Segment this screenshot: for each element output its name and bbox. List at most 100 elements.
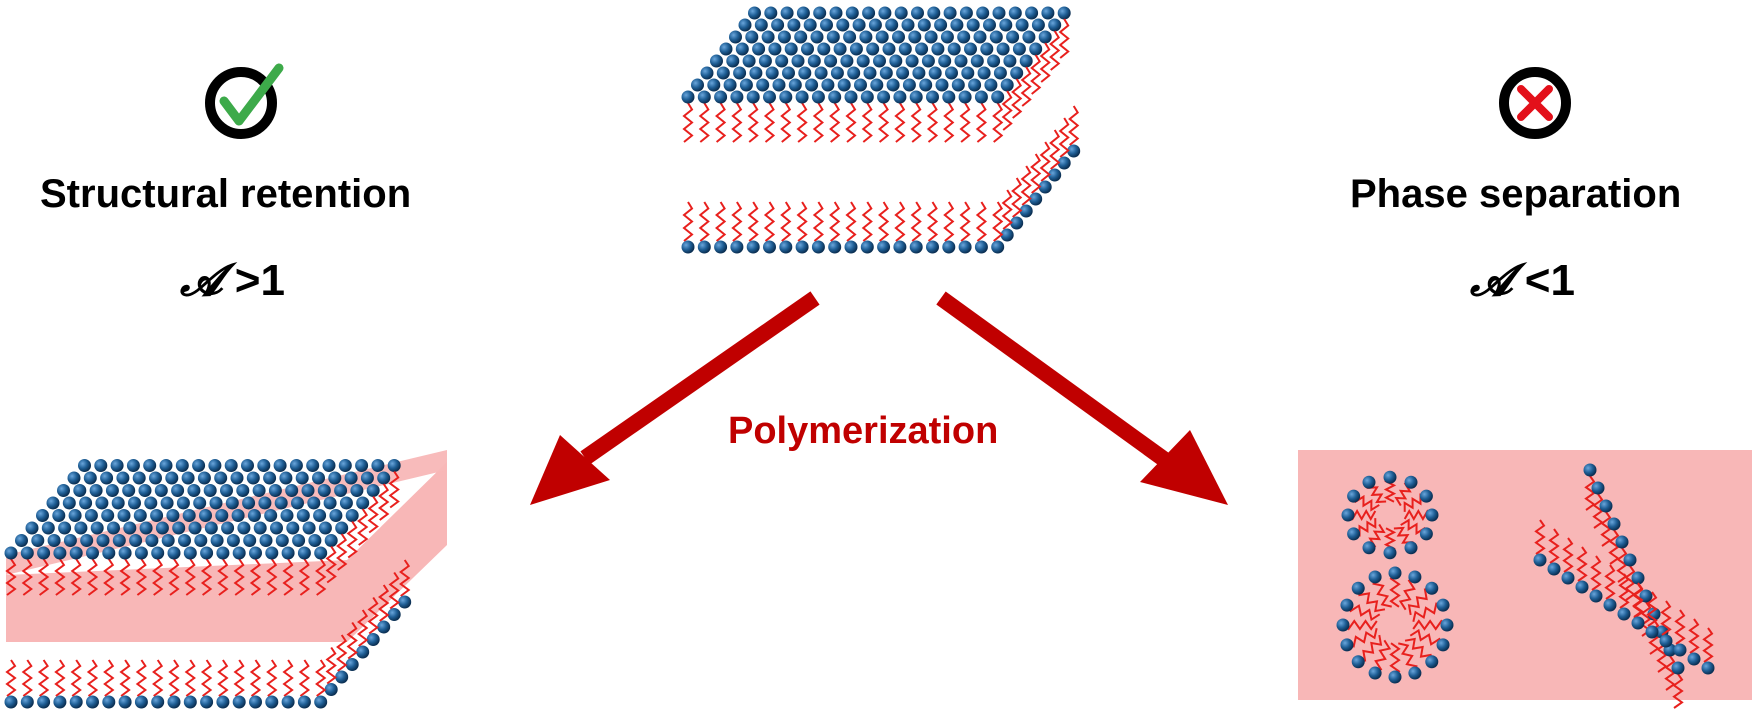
lipid-tail [1342, 619, 1378, 631]
lipid-tail [1389, 642, 1401, 678]
lipid-head [214, 471, 228, 485]
lipid-head [763, 90, 776, 104]
lipid-head [894, 6, 908, 20]
lipid-head [911, 6, 924, 20]
lipid-head [860, 240, 874, 254]
lipid-head [1010, 66, 1024, 80]
lipid-tail [282, 659, 294, 697]
lipid-head [726, 54, 740, 68]
lipid-head [47, 534, 61, 547]
lipid-head [279, 471, 293, 485]
lipid-tail [1407, 587, 1432, 616]
bilayer-bottom-leaflet [4, 559, 412, 709]
lipid-head [824, 54, 838, 68]
lipid-head [329, 509, 343, 522]
lipid-head [230, 471, 244, 485]
lipid-head [791, 54, 805, 68]
lipid-tail [1604, 564, 1616, 600]
lipid-head [126, 459, 140, 472]
lipid-tail [54, 558, 66, 596]
lipid-head [84, 509, 98, 522]
lipid-head [714, 240, 728, 254]
lipid-tail [249, 558, 262, 596]
condition-value: 1 [1550, 256, 1575, 305]
lipid-head [249, 695, 262, 709]
lipid-head [927, 6, 941, 20]
lipid-tail [1412, 619, 1448, 631]
lipid-head [46, 496, 60, 510]
lipid-head [681, 240, 695, 254]
lipid-head [921, 54, 935, 68]
lipid-tail [731, 102, 743, 143]
lipid-head [968, 78, 982, 92]
lipid-tail [103, 659, 115, 697]
lipid-head [919, 78, 933, 92]
lipid-head [285, 484, 299, 497]
lipid-head [814, 66, 828, 80]
lipid-head [1591, 481, 1605, 495]
lipid-head [926, 240, 939, 254]
lipid-head [803, 18, 817, 32]
lipid-clusters [1336, 463, 1715, 709]
lipid-head [1388, 670, 1402, 684]
lipid-head [964, 42, 977, 56]
lipid-tail [1346, 628, 1378, 648]
lipid-tail [796, 201, 808, 242]
lipid-tail [959, 102, 971, 143]
lipid-head [145, 534, 159, 547]
lipid-head [859, 30, 873, 44]
lipid-head [74, 521, 88, 535]
lipid-head [80, 534, 94, 547]
lipid-head [1607, 517, 1621, 531]
lipid-head [950, 18, 964, 32]
lipid-head [1404, 541, 1418, 555]
lipid-head [862, 6, 876, 20]
lipid-head [117, 509, 131, 522]
lipid-head [62, 496, 76, 510]
lipid-head [1340, 598, 1354, 612]
lipid-head [132, 471, 146, 485]
lipid-head [1008, 6, 1022, 20]
condition-symbol: 𝓐 [1470, 255, 1513, 306]
lipid-head [777, 30, 791, 44]
lipid-tail [1412, 602, 1444, 622]
lipid-tail [184, 659, 196, 697]
lipid-head [798, 66, 812, 80]
lipid-head [295, 471, 309, 485]
lipid-head [247, 509, 261, 522]
lipid-head [1673, 643, 1687, 657]
lipid-head [252, 484, 266, 497]
lipid-head [314, 546, 328, 560]
lipid-head [350, 484, 364, 497]
cross-circle-icon [1499, 67, 1571, 139]
structural-retention-bilayer [4, 450, 447, 709]
lipid-head [96, 534, 110, 547]
lipid-head [1425, 508, 1439, 522]
lipid-head [1368, 666, 1382, 680]
lipid-head [356, 645, 370, 659]
lipid-tail [715, 201, 727, 242]
lipid-head [951, 78, 965, 92]
lipid-tail [249, 659, 262, 697]
lipid-head [826, 30, 840, 44]
lipid-head [1000, 78, 1014, 92]
lipid-head [980, 42, 994, 56]
lipid-tail [1534, 519, 1546, 555]
lipid-tail [747, 102, 759, 143]
lipid-head [1368, 570, 1382, 584]
lipid-head [710, 54, 723, 68]
lipid-head [328, 471, 342, 485]
lipid-head [758, 54, 772, 68]
condition-relation: > [234, 256, 261, 305]
lipid-head [166, 509, 180, 522]
lipid-head [15, 534, 28, 547]
lipid-head [1645, 625, 1659, 639]
lipid-head [187, 484, 201, 497]
lipid-head [844, 240, 858, 254]
lipid-head [1048, 168, 1062, 182]
lipid-tail [829, 201, 841, 242]
lipid-head [1419, 489, 1433, 503]
lipid-tail [861, 201, 873, 242]
lipid-tail [233, 659, 245, 697]
lipid-head [197, 471, 211, 485]
